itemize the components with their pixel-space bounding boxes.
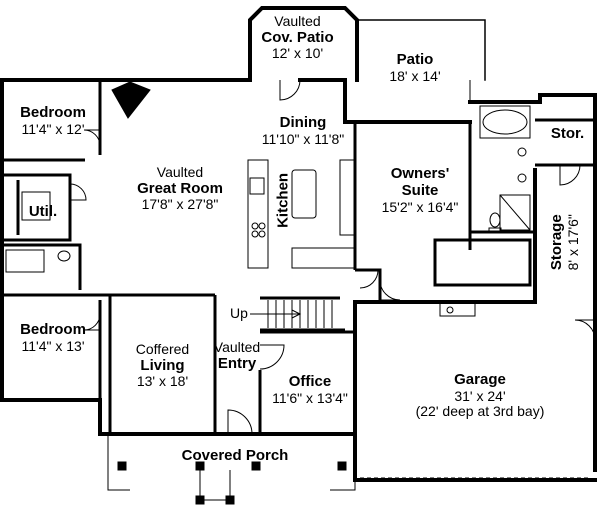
garage-note: (22' deep at 3rd bay) xyxy=(415,403,545,420)
bedroom-bottom-dims: 11'4" x 13' xyxy=(21,337,85,354)
wall-patio-outline xyxy=(356,19,486,81)
kitchen-name: Kitchen xyxy=(274,172,292,228)
living-line1: Coffered xyxy=(135,341,190,357)
stairs-up-text: Up xyxy=(230,305,248,321)
entry-line1: Vaulted xyxy=(213,339,261,355)
wall-patio-left xyxy=(248,6,359,82)
wall-util xyxy=(2,173,72,242)
util-label: Util. xyxy=(18,203,68,221)
storage-label: Storage 8' x 17'6" xyxy=(547,197,581,287)
bathtub xyxy=(482,109,528,135)
living-name: Living xyxy=(140,356,185,374)
cov-patio-name: Cov. Patio xyxy=(261,28,334,46)
garage-dims: 31' x 24' xyxy=(454,387,506,404)
kitchen-label: Kitchen xyxy=(274,160,293,240)
patio-name: Patio xyxy=(396,51,434,68)
door-bedroom-bottom xyxy=(83,313,101,331)
stairs-up-label: Up xyxy=(226,305,252,322)
office-dims: 11'6" x 13'4" xyxy=(272,389,348,406)
cov-patio-line1: Vaulted xyxy=(274,13,321,29)
covered-porch-label: Covered Porch xyxy=(165,447,305,465)
bathtub-hall xyxy=(5,249,45,273)
cov-patio-dims: 12' x 10' xyxy=(271,45,324,62)
wall-bath-left xyxy=(2,243,82,290)
kitchen-island xyxy=(291,169,317,219)
util-name: Util. xyxy=(28,203,58,220)
great-room-dims: 17'8" x 27'8" xyxy=(141,196,219,213)
door-owners xyxy=(359,269,379,289)
stor-label: Stor. xyxy=(540,125,595,143)
garage-shelf xyxy=(439,301,476,317)
porch-column xyxy=(337,461,347,471)
living-label: Coffered Living 13' x 18' xyxy=(115,341,210,390)
stairs xyxy=(250,300,333,328)
porch-outline xyxy=(107,434,356,491)
door-office xyxy=(259,344,285,370)
patio-label: Patio 18' x 14' xyxy=(370,51,460,84)
bedroom-bottom-name: Bedroom xyxy=(20,321,86,338)
stor-name: Stor. xyxy=(550,125,585,142)
kitchen-counter xyxy=(247,159,269,269)
wall-dining-north xyxy=(298,78,472,124)
entry-label: Vaulted Entry xyxy=(206,339,268,372)
shower xyxy=(499,194,531,231)
dining-dims: 11'10" x 11'8" xyxy=(261,130,345,147)
toilet-hall xyxy=(57,250,71,262)
cov-patio-label: Vaulted Cov. Patio 12' x 10' xyxy=(250,13,345,62)
covered-porch-name: Covered Porch xyxy=(181,447,289,464)
owners-suite-dims: 15'2" x 16'4" xyxy=(381,198,459,215)
bedroom-top-label: Bedroom 11'4" x 12' xyxy=(6,104,100,137)
kitchen-sink xyxy=(249,177,265,195)
entry-name: Entry xyxy=(217,354,257,372)
porch-column xyxy=(117,461,127,471)
bedroom-top-dims: 11'4" x 12' xyxy=(21,120,85,137)
bedroom-bottom-label: Bedroom 11'4" x 13' xyxy=(6,321,100,354)
kitchen-counter-bottom xyxy=(291,247,356,269)
fireplace xyxy=(111,81,151,119)
wall-bath-north xyxy=(468,93,597,472)
owners-suite-name2: Suite xyxy=(401,181,439,199)
porch-column xyxy=(251,461,261,471)
dining-label: Dining 11'10" x 11'8" xyxy=(248,114,358,147)
dining-name: Dining xyxy=(279,114,327,131)
kitchen-counter-right xyxy=(339,159,356,236)
great-room-label: Vaulted Great Room 17'8" x 27'8" xyxy=(125,164,235,213)
office-name: Office xyxy=(288,373,332,390)
living-dims: 13' x 18' xyxy=(136,373,189,390)
door-garage xyxy=(379,279,401,301)
wall-closet xyxy=(433,238,532,287)
garage-label: Garage 31' x 24' (22' deep at 3rd bay) xyxy=(385,371,575,420)
owners-suite-label: Owners' Suite 15'2" x 16'4" xyxy=(370,165,470,215)
toilet-owners xyxy=(489,212,501,228)
door-stor xyxy=(559,164,581,186)
door-entry xyxy=(227,409,253,435)
door-bedroom-top xyxy=(83,129,101,147)
doors xyxy=(69,79,596,435)
door-patio xyxy=(279,79,301,101)
storage-dims: 8' x 17'6" xyxy=(564,214,581,271)
owners-suite-name1: Owners' xyxy=(390,165,450,182)
door-storage xyxy=(574,319,596,341)
office-label: Office 11'6" x 13'4" xyxy=(264,373,356,406)
door-util xyxy=(69,183,87,201)
great-room-name: Great Room xyxy=(137,179,223,197)
storage-name: Storage xyxy=(547,214,565,271)
garage-name: Garage xyxy=(454,371,506,388)
fixtures xyxy=(5,80,590,505)
bedroom-top-name: Bedroom xyxy=(20,104,86,121)
great-room-line1: Vaulted xyxy=(156,164,204,180)
patio-dims: 18' x 14' xyxy=(389,67,441,84)
